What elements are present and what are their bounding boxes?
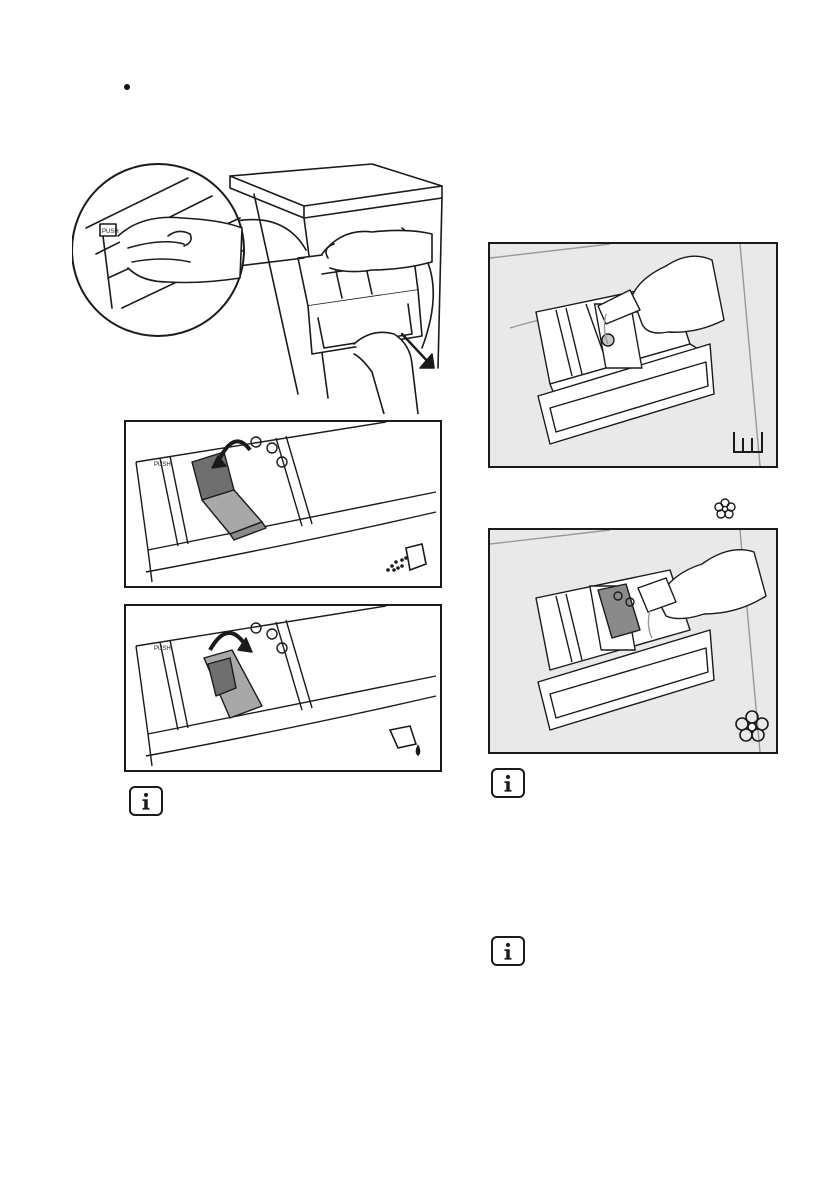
- info-icon-right-1: [491, 768, 525, 798]
- powder-detergent-icon: [384, 540, 430, 574]
- info-icon-right-2: [491, 936, 525, 966]
- list-bullet: [124, 84, 130, 90]
- svg-text:PUSH: PUSH: [154, 462, 171, 468]
- svg-text:PUSH: PUSH: [102, 229, 119, 235]
- liquid-detergent-icon: [386, 722, 432, 756]
- softener-flower-icon: [714, 498, 736, 520]
- drawer-removal-illustration: PUSH: [72, 158, 452, 414]
- main-wash-compartment-icon: [730, 426, 766, 456]
- softener-corner-icon: [734, 710, 770, 744]
- info-icon: [129, 786, 163, 816]
- svg-text:PUSH: PUSH: [154, 646, 171, 652]
